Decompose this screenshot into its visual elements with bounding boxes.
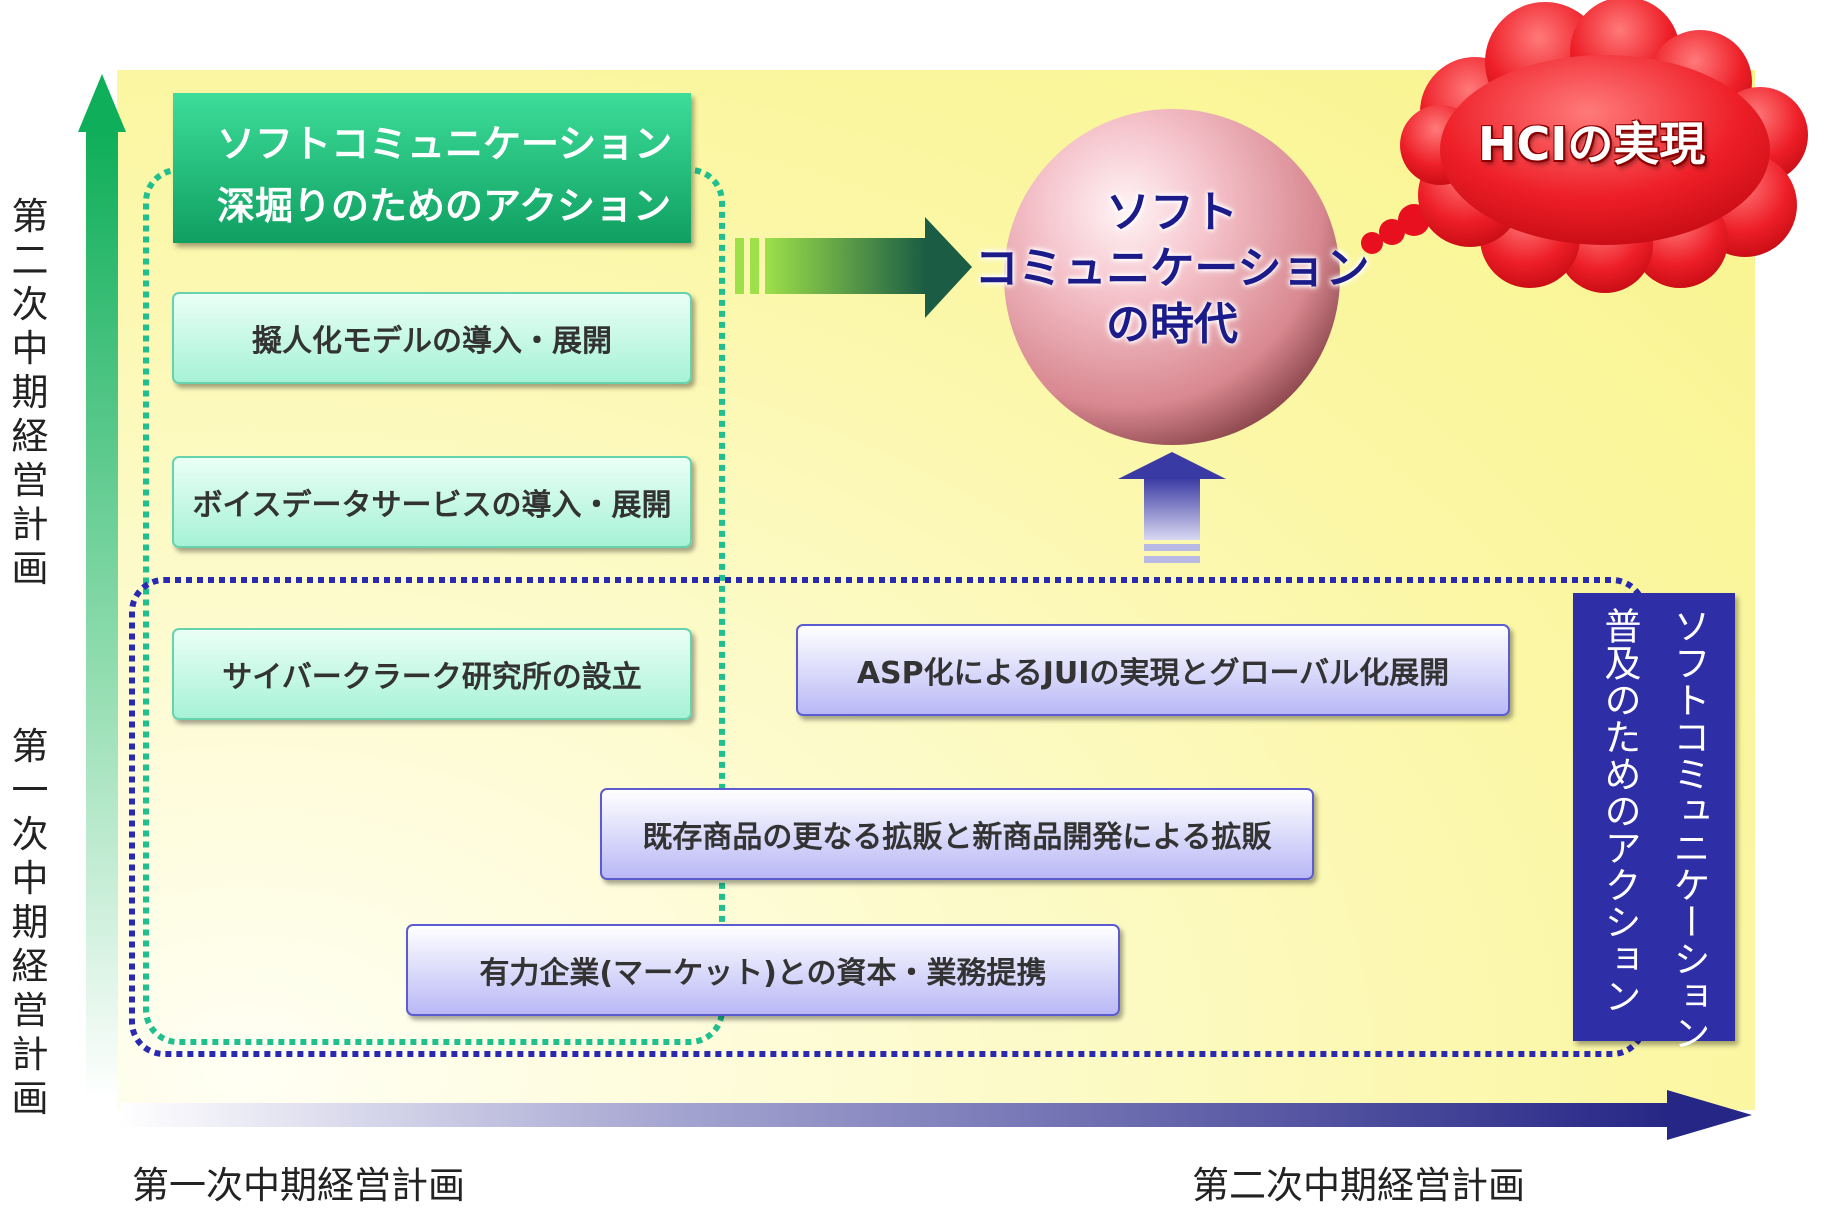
deepening-action-box: ボイスデータサービスの導入・展開 [172,456,692,548]
horizontal-axis-arrow [120,1090,1752,1140]
vertical-axis-upper-label: 第二次中期経営計画 [11,195,49,590]
deepening-group-title: ソフトコミュニケーション 深堀りのためのアクション [173,93,691,243]
spread-action-box: 既存商品の更なる拡販と新商品開発による拡販 [600,788,1314,880]
goal-sphere-text: ソフト コミュニケーション の時代 [972,185,1372,353]
spread-action-label: 有力企業(マーケット)との資本・業務提携 [479,956,1047,991]
sphere-text-line3: の時代 [1106,299,1238,350]
deepening-action-box: サイバークラーク研究所の設立 [172,628,692,720]
up-arrow [1118,452,1226,563]
deepening-action-label: 擬人化モデルの導入・展開 [252,324,612,359]
sphere-text-line1: ソフト [1106,187,1238,238]
vertical-axis-lower-label: 第一次中期経営計画 [11,725,49,1120]
vertical-axis-arrow [78,74,126,1100]
deepening-action-label: サイバークラーク研究所の設立 [222,660,642,695]
sphere-text-line2: コミュニケーション [974,243,1370,294]
right-arrow [735,217,972,318]
spread-group-title: ソフトコミュニケーション 普及のためのアクション [1573,593,1735,1051]
deepening-action-label: ボイスデータサービスの導入・展開 [192,488,672,523]
goal-sphere [1004,109,1340,445]
deepening-action-box: 擬人化モデルの導入・展開 [172,292,692,384]
spread-action-box: ASP化によるJUIの実現とグローバル化展開 [796,624,1510,716]
spread-action-box: 有力企業(マーケット)との資本・業務提携 [406,924,1120,1016]
goal-cloud [1400,0,1808,293]
spread-action-label: 既存商品の更なる拡販と新商品開発による拡販 [642,820,1272,855]
spread-title-col1: ソフトコミュニケーション [1667,607,1710,1051]
deepening-title-line1: ソフトコミュニケーション [217,122,673,166]
goal-cloud-text: HCIの実現 [1478,117,1706,171]
spread-action-label: ASP化によるJUIの実現とグローバル化展開 [856,656,1450,691]
deepening-title-line2: 深堀りのためのアクション [217,184,672,228]
spread-title-col2: 普及のためのアクション [1598,607,1641,1014]
